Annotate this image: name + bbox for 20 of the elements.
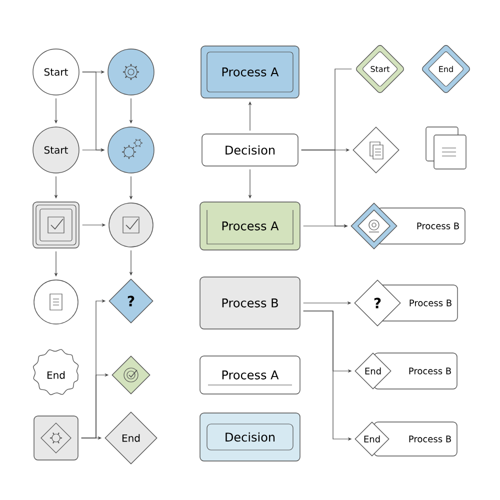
process-box: Process A bbox=[200, 356, 300, 394]
process-tab: ? Process B bbox=[354, 280, 458, 326]
process-box: Process B bbox=[200, 276, 300, 330]
process-tab: End Process B bbox=[354, 352, 458, 390]
documents-icon bbox=[426, 126, 466, 170]
target-diamond bbox=[112, 356, 150, 394]
checklist-tile bbox=[32, 202, 80, 248]
gear-tile bbox=[34, 416, 78, 460]
process-box: Process A bbox=[200, 46, 300, 98]
gear-circle bbox=[108, 48, 154, 96]
process-tab: Process B bbox=[350, 202, 466, 250]
document-circle bbox=[34, 280, 78, 324]
checkbox-circle bbox=[108, 202, 154, 248]
end-badge: End bbox=[32, 349, 79, 396]
process-tab: End Process B bbox=[354, 422, 458, 456]
process-box: Process A bbox=[200, 202, 300, 250]
decision-box: Decision bbox=[200, 412, 300, 462]
decision-box: Decision bbox=[202, 134, 298, 166]
gears-circle bbox=[108, 126, 154, 174]
document-diamond bbox=[352, 126, 400, 174]
